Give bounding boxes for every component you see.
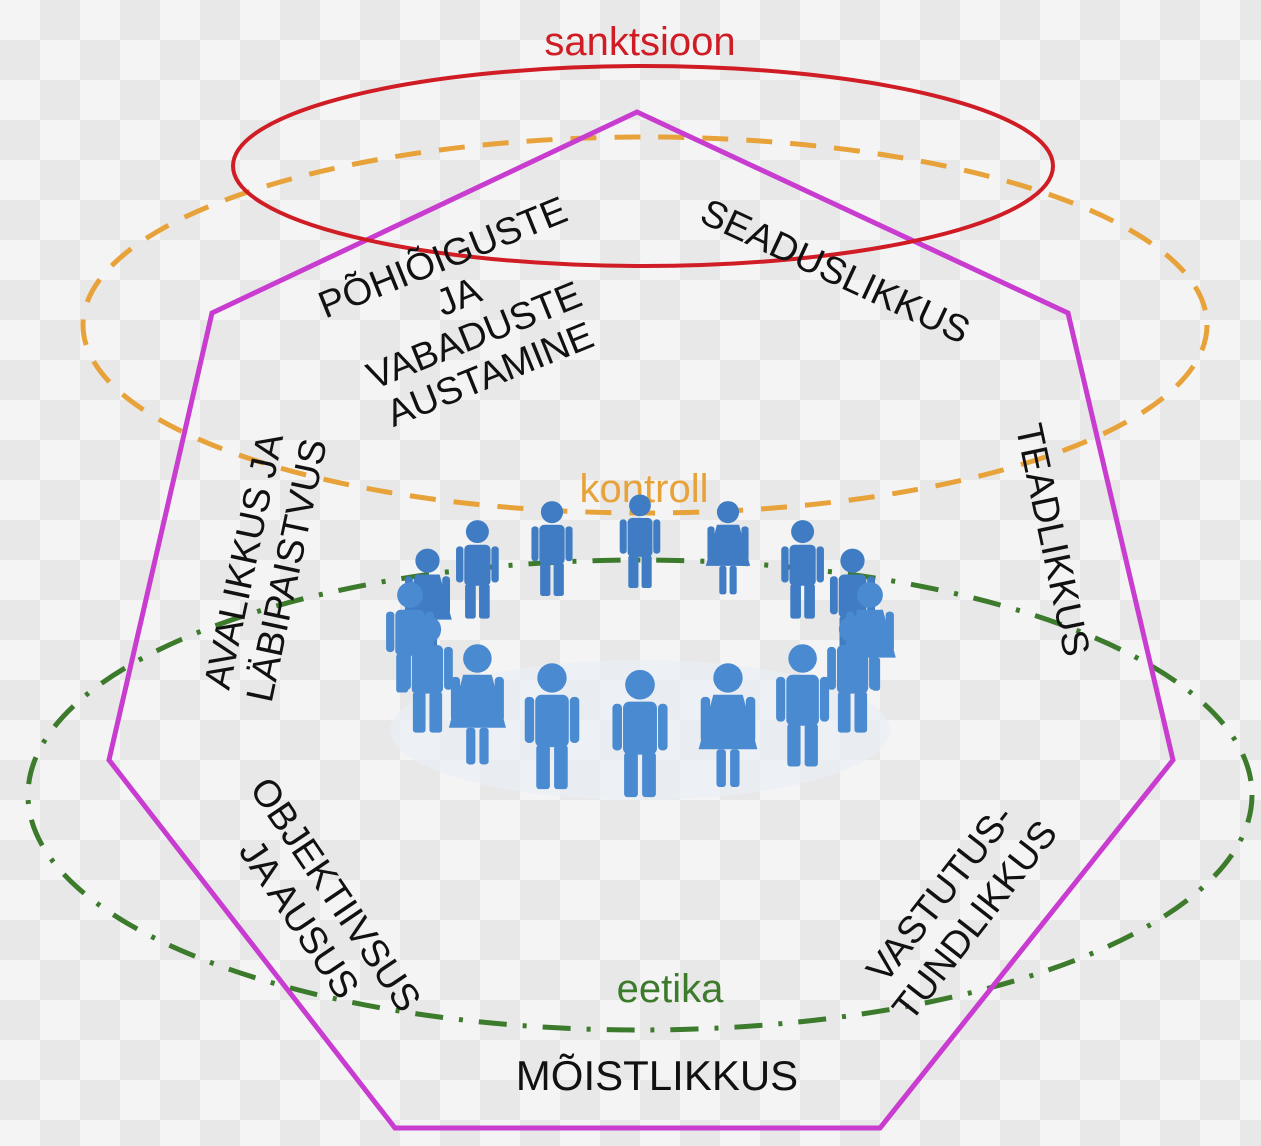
principle-responsibility: VASTUTUS- TUNDLIKKUS bbox=[859, 797, 1066, 1029]
sanction-label: sanktsioon bbox=[544, 20, 735, 64]
people-circle-icon bbox=[386, 494, 896, 800]
ethics-ring bbox=[25, 557, 1255, 1033]
person-figure bbox=[402, 615, 453, 733]
principles-heptagon bbox=[106, 109, 1176, 1131]
principle-legality: SEADUSLIKKUS bbox=[694, 191, 976, 352]
person-figure bbox=[698, 663, 758, 788]
principle-line: TEADLIKKUS bbox=[1007, 420, 1097, 660]
principle-objectivity: OBJEKTIIVSUS JA AUSUS bbox=[230, 770, 428, 1019]
person-figure bbox=[619, 494, 661, 589]
sanction-ring bbox=[231, 64, 1055, 268]
person-figure bbox=[827, 615, 878, 733]
principle-reasonableness: MÕISTLIKKUS bbox=[516, 1052, 798, 1099]
person-figure bbox=[448, 644, 506, 765]
person-figure bbox=[781, 520, 824, 619]
ethics-label: eetika bbox=[617, 967, 724, 1011]
person-figure bbox=[456, 520, 499, 619]
principle-line: SEADUSLIKKUS bbox=[694, 191, 976, 352]
principle-fundamental-rights: PÕHIÕIGUSTE JA VABADUSTE AUSTAMINE bbox=[312, 187, 600, 435]
person-figure bbox=[612, 669, 668, 798]
person-figure bbox=[705, 501, 751, 595]
principle-competence: TEADLIKKUS bbox=[1007, 420, 1097, 660]
principle-transparency: AVALIKKUS JA LÄBIPAISTVUS bbox=[197, 429, 336, 706]
person-figure bbox=[776, 644, 830, 767]
person-figure bbox=[524, 663, 580, 790]
person-figure bbox=[531, 501, 573, 596]
